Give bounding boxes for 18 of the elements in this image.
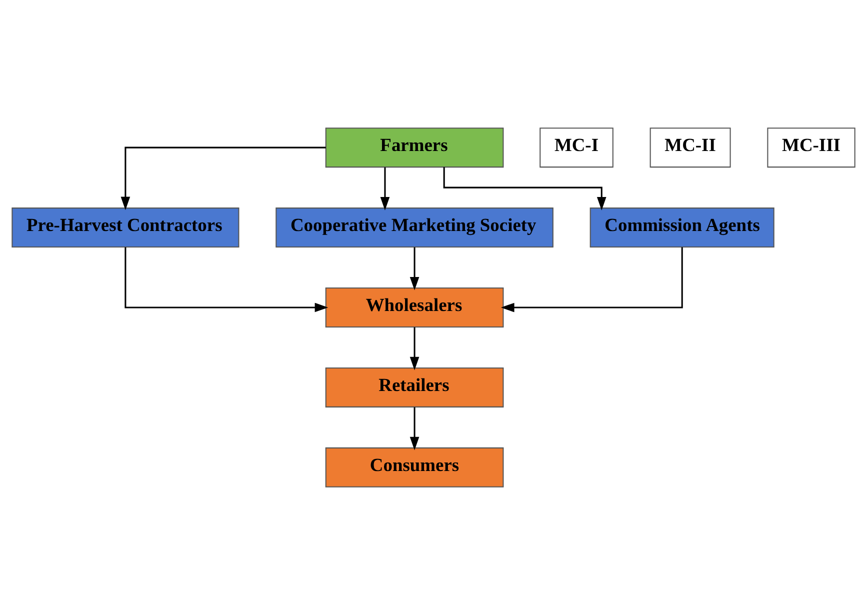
arrow — [410, 406, 420, 450]
node-box: Cooperative Marketing Society — [276, 207, 554, 248]
node-box: MC-III — [767, 127, 856, 168]
arrow — [380, 166, 390, 210]
arrow — [120, 146, 326, 210]
node-box: Consumers — [325, 446, 504, 487]
node-box: Commission Agents — [590, 207, 774, 248]
arrow — [500, 246, 683, 312]
node-box: Pre-Harvest Contractors — [12, 207, 240, 248]
node-box: Wholesalers — [325, 287, 504, 327]
arrow — [410, 246, 420, 290]
arrow — [124, 246, 328, 312]
node-box: MC-I — [540, 127, 614, 168]
arrow — [410, 326, 420, 370]
node-box: MC-II — [650, 127, 731, 168]
arrow — [443, 166, 606, 210]
node-box: Retailers — [325, 366, 504, 407]
node-box: Farmers — [325, 127, 504, 168]
